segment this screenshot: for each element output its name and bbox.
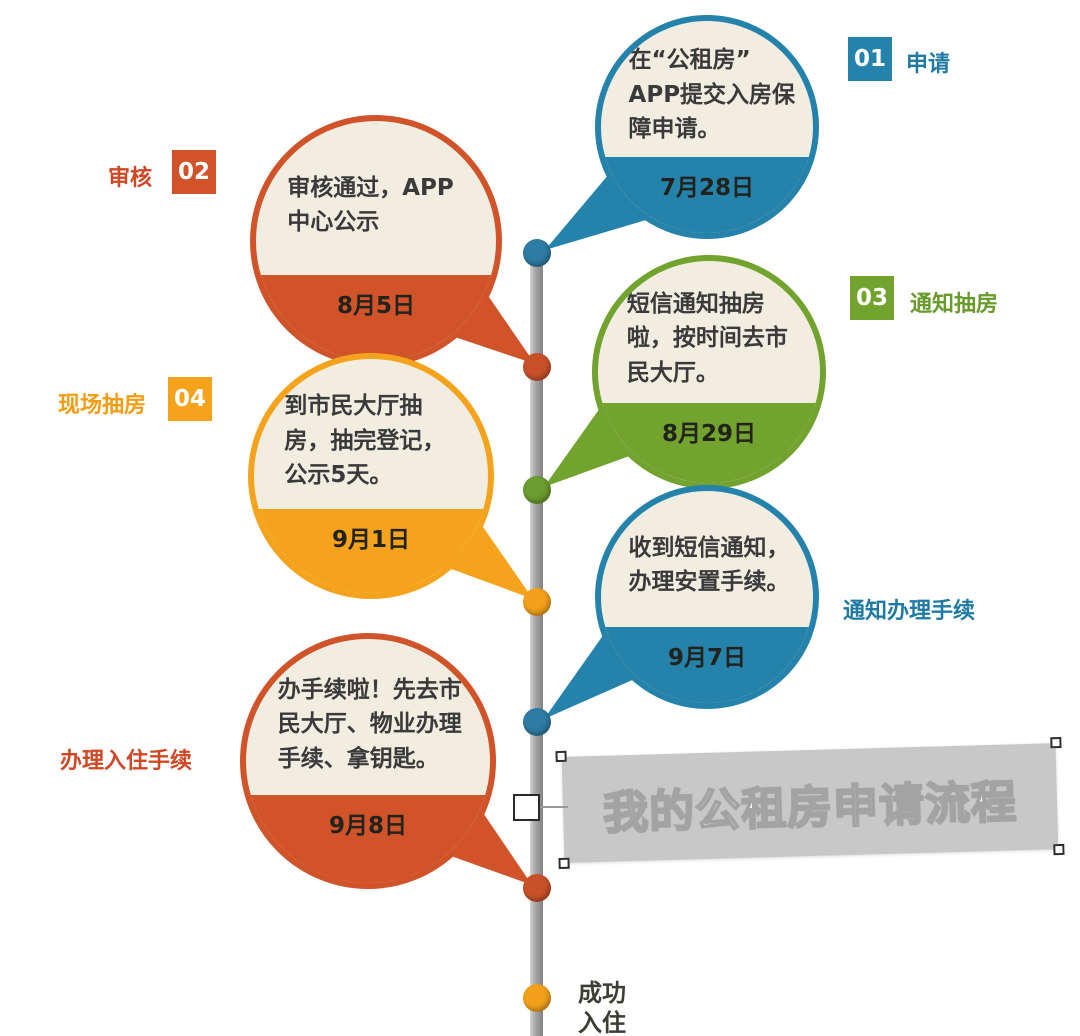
step-number-02: 02 — [172, 150, 216, 194]
bubble-review: 审核通过，APP 中心公示 8月5日 — [250, 115, 502, 367]
bubble-lottery-text: 到市民大厅抽 房，抽完登记， 公示5天。 — [284, 393, 446, 489]
step-number-03: 03 — [850, 276, 894, 320]
bubble-review-date: 8月5日 — [256, 274, 496, 361]
step-label-procedure-notice: 通知办理手续 — [843, 599, 976, 624]
timeline-dot-checkin — [523, 874, 551, 902]
bubble-procedure-notice: 收到短信通知， 办理安置手续。 9月7日 — [595, 485, 819, 709]
timeline-dot-lottery — [523, 588, 551, 616]
step-label-review: 审核 — [108, 166, 153, 191]
bubble-procedure-notice-date: 9月7日 — [601, 626, 813, 703]
banner-connector-line — [540, 806, 568, 808]
timeline-dot-success — [523, 984, 551, 1012]
bubble-apply-date: 7月28日 — [601, 156, 813, 233]
step-label-apply: 申请 — [906, 52, 951, 77]
bubble-apply-text: 在“公租房” APP提交入房保 障申请。 — [628, 47, 796, 143]
timeline-dot-review — [523, 353, 551, 381]
bubble-apply: 在“公租房” APP提交入房保 障申请。 7月28日 — [595, 15, 819, 239]
selection-handle-top-right[interactable] — [1050, 736, 1062, 749]
step-label-lottery-notice: 通知抽房 — [910, 292, 999, 317]
bubble-checkin-date: 9月8日 — [246, 795, 490, 883]
timeline-bar — [530, 244, 543, 1036]
bubble-checkin: 办手续啦！先去市 民大厅、物业办理 手续、拿钥匙。 9月8日 — [240, 633, 496, 889]
bubble-review-text: 审核通过，APP 中心公示 — [287, 174, 454, 236]
bubble-procedure-notice-text: 收到短信通知， 办理安置手续。 — [628, 534, 790, 596]
banner-anchor-handle[interactable] — [513, 794, 540, 821]
step-number-04: 04 — [168, 377, 212, 421]
bubble-lottery-notice-text: 短信通知抽房 啦，按时间去市 民大厅。 — [626, 290, 788, 386]
bubble-lottery: 到市民大厅抽 房，抽完登记， 公示5天。 9月1日 — [248, 353, 494, 599]
timeline-dot-apply — [523, 239, 551, 267]
step-number-01: 01 — [848, 37, 892, 81]
bubble-lottery-notice: 短信通知抽房 啦，按时间去市 民大厅。 8月29日 — [592, 255, 826, 489]
success-checkin-label: 成功 入住 — [578, 979, 626, 1036]
title-banner[interactable]: 我的公租房申请流程 — [555, 736, 1065, 870]
bubble-lottery-notice-date: 8月29日 — [598, 403, 820, 483]
step-label-lottery: 现场抽房 — [58, 393, 147, 418]
timeline-dot-lottery-notice — [523, 476, 551, 504]
selection-handle-bottom-right[interactable] — [1053, 843, 1065, 856]
step-label-checkin: 办理入住手续 — [60, 749, 193, 774]
selection-handle-bottom-left[interactable] — [558, 857, 570, 870]
selection-handle-top-left[interactable] — [555, 750, 567, 763]
bubble-lottery-date: 9月1日 — [254, 508, 488, 593]
title-banner-text: 我的公租房申请流程 — [601, 774, 1018, 841]
timeline-dot-procedure-notice — [523, 708, 551, 736]
bubble-checkin-text: 办手续啦！先去市 民大厅、物业办理 手续、拿钥匙。 — [277, 676, 462, 772]
